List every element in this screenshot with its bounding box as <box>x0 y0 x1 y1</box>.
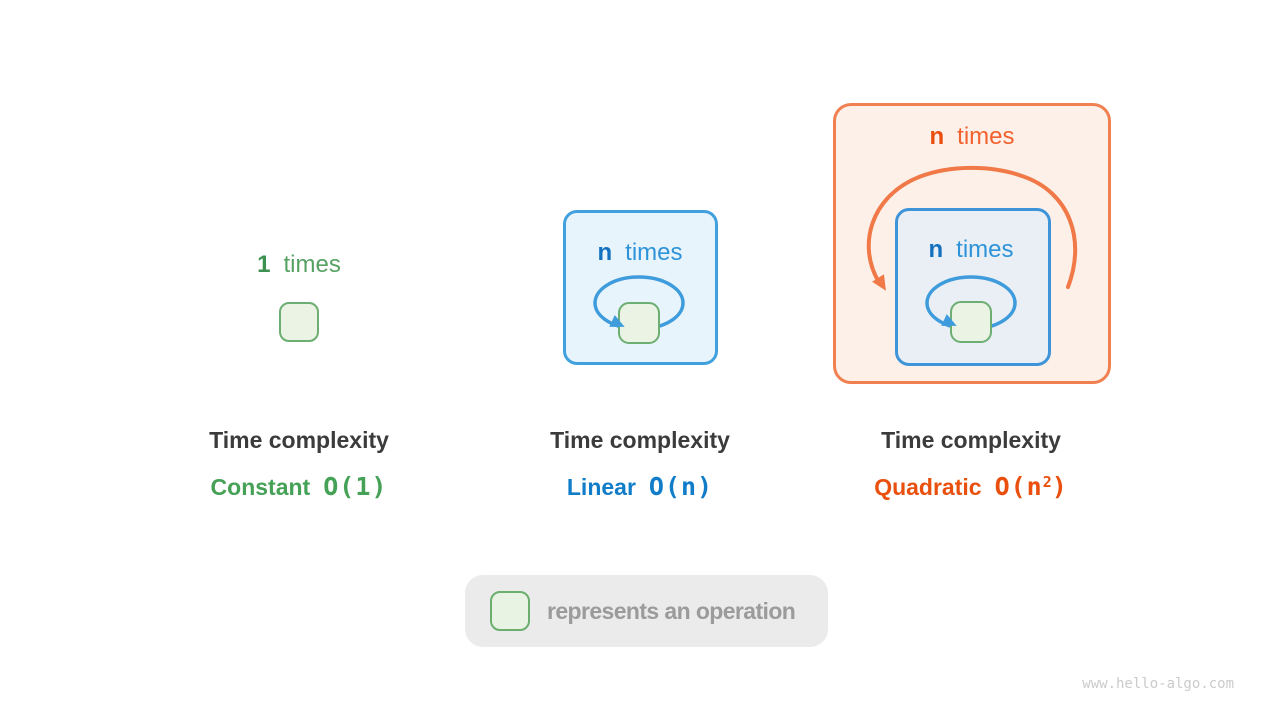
linear-result: Linear O(n) <box>490 466 790 503</box>
complexity-name: Constant <box>210 474 311 500</box>
legend-label: represents an operation <box>547 597 796 624</box>
big-o-text: O(1) <box>323 472 388 501</box>
quadratic-inner-loop-box <box>895 208 1051 366</box>
big-o-notation: O(n) <box>649 472 713 501</box>
count-value: n <box>597 239 613 266</box>
count-word: times <box>625 239 683 266</box>
big-o-notation: O(1) <box>323 472 387 501</box>
big-o-exponent: 2 <box>1042 473 1052 491</box>
count-word: times <box>957 123 1015 150</box>
linear-heading: Time complexity <box>550 427 730 453</box>
big-o-notation: O(n2) <box>995 472 1068 501</box>
constant-result: Constant O(1) <box>149 466 449 503</box>
complexity-name: Quadratic <box>874 474 982 500</box>
linear-loop-box <box>563 210 718 365</box>
count-value: n <box>929 123 945 150</box>
watermark: www.hello-algo.com <box>1082 676 1234 692</box>
big-o-text: O(n <box>994 472 1043 501</box>
operation-square-icon <box>279 302 319 342</box>
count-word: times <box>283 251 341 278</box>
complexity-name: Linear <box>566 474 636 500</box>
count-value: 1 <box>257 251 271 278</box>
quadratic-result: Quadratic O(n2) <box>821 466 1121 503</box>
count-value: n <box>928 236 944 263</box>
constant-heading: Time complexity <box>209 427 389 453</box>
operation-square-icon <box>490 591 530 631</box>
big-o-text: ) <box>1051 472 1068 501</box>
quadratic-heading: Time complexity <box>881 427 1061 453</box>
big-o-text: O(n) <box>648 472 714 501</box>
legend: represents an operation <box>465 575 828 647</box>
constant-count-label: 1 times <box>189 252 409 278</box>
count-word: times <box>956 236 1014 263</box>
